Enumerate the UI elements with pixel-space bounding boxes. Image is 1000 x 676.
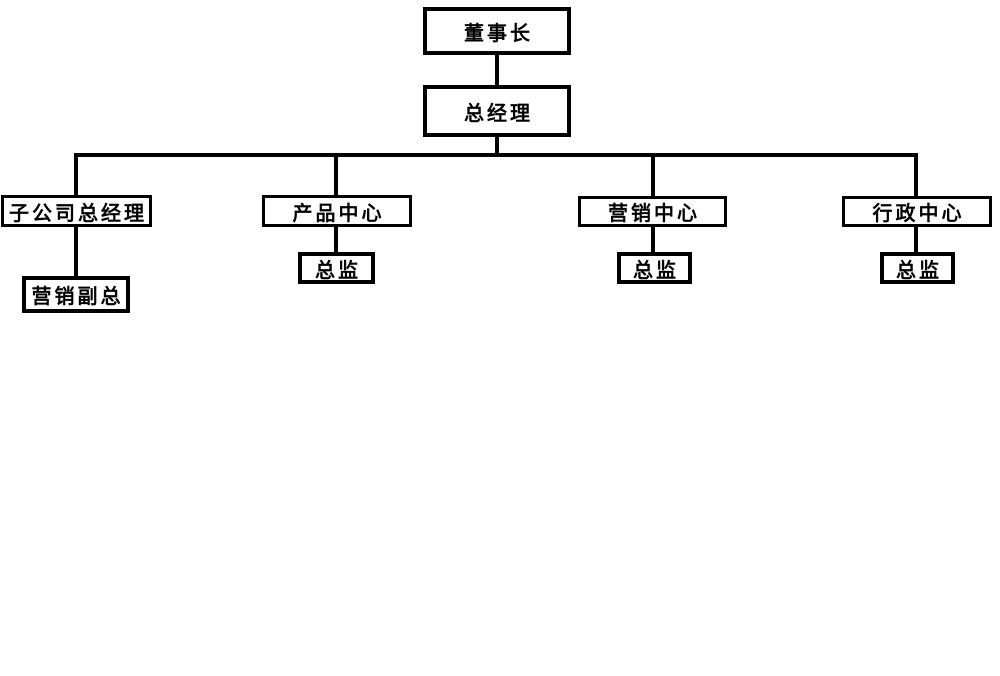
node-marketing-vp: 营销副总: [22, 276, 130, 313]
connector-bus-to-marketing: [651, 153, 655, 197]
node-product-director: 总监: [298, 252, 375, 284]
node-chairman-label: 董事长: [464, 22, 533, 45]
node-marketing-vp-label: 营销副总: [31, 286, 124, 308]
node-admin-center: 行政中心: [842, 196, 992, 227]
connector-bus-to-subsidiary: [74, 153, 78, 196]
connector-admin-to-director: [914, 226, 918, 253]
node-product-director-label: 总监: [315, 259, 361, 282]
connector-marketing-to-director: [651, 226, 655, 253]
node-subsidiary-gm-label: 子公司总经理: [9, 202, 147, 225]
node-product-center: 产品中心: [262, 195, 412, 227]
node-admin-director-label: 总监: [896, 259, 942, 282]
connector-horizontal-bus: [74, 153, 918, 157]
node-marketing-center-label: 营销中心: [608, 203, 700, 225]
connector-gm-to-bus: [495, 136, 499, 154]
connector-product-to-director: [334, 226, 338, 253]
node-general-manager-label: 总经理: [464, 102, 533, 125]
connector-bus-to-product: [334, 153, 338, 196]
node-admin-center-label: 行政中心: [872, 203, 965, 225]
node-subsidiary-gm: 子公司总经理: [1, 195, 152, 227]
node-marketing-center: 营销中心: [578, 196, 727, 227]
node-general-manager: 总经理: [423, 85, 571, 137]
node-product-center-label: 产品中心: [292, 202, 385, 225]
connector-chairman-gm: [495, 54, 499, 86]
node-admin-director: 总监: [880, 252, 955, 284]
node-marketing-director-label: 总监: [633, 259, 679, 282]
node-marketing-director: 总监: [617, 252, 692, 284]
node-chairman: 董事长: [423, 7, 571, 55]
connector-subsidiary-to-vp: [74, 226, 78, 277]
connector-bus-to-admin: [914, 153, 918, 197]
